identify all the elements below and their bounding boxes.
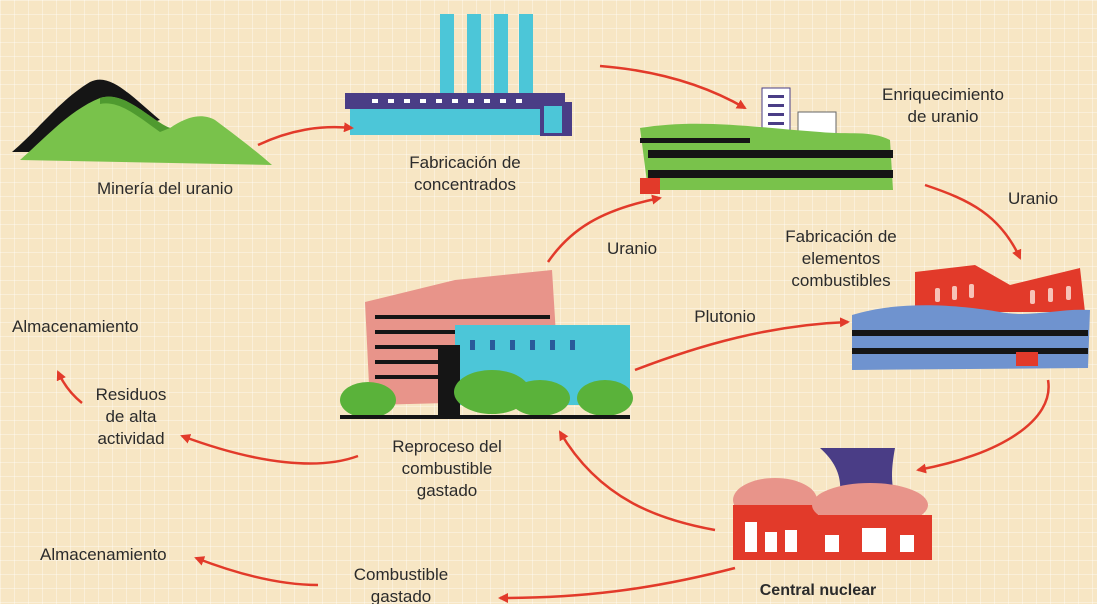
arrow-reprocessing-to-enrichment [546, 194, 662, 263]
mountains-icon [12, 79, 272, 165]
arrow-waste-to-storage [56, 370, 83, 404]
label-uranium-recycled: Uranio [606, 239, 658, 258]
reprocessing-building-icon [340, 270, 633, 419]
arrow-enrichment-to-fuel [924, 183, 1022, 260]
label-uranium-to-fuel: Uranio [1007, 189, 1059, 208]
label-storage-bottom: Almacenamiento [40, 545, 167, 564]
arrow-plutonium [634, 317, 850, 372]
label-plutonium: Plutonio [694, 307, 756, 326]
label-mining: Minería del uranio [96, 179, 234, 198]
arrow-fuel-to-plant [916, 379, 1050, 474]
label-spent-fuel: Combustible gastado [353, 565, 449, 604]
label-power-plant: Central nuclear [759, 582, 877, 599]
arrow-plant-to-spent-fuel [498, 566, 736, 603]
arrow-reprocessing-to-waste [180, 434, 359, 465]
arrow-spent-fuel-to-storage [194, 556, 319, 587]
label-storage-top: Almacenamiento [12, 317, 139, 336]
arrow-plant-to-reprocessing [558, 430, 716, 532]
arrow-concentrates-to-enrichment [599, 64, 747, 110]
label-fuel-fabrication: Fabricación de elementos combustibles [785, 227, 897, 290]
nuclear-plant-icon [733, 448, 932, 560]
label-reprocessing: Reproceso del combustible gastado [392, 437, 502, 500]
arrow-mining-to-concentrates [257, 122, 354, 147]
label-concentrates: Fabricación de concentrados [409, 153, 521, 194]
label-enrichment: Enriquecimiento de uranio [882, 85, 1004, 126]
label-high-level-waste: Residuos de alta actividad [95, 385, 167, 448]
enrichment-plant-icon [640, 87, 893, 194]
fuel-plant-icon [852, 265, 1090, 370]
factory-icon [345, 14, 572, 136]
